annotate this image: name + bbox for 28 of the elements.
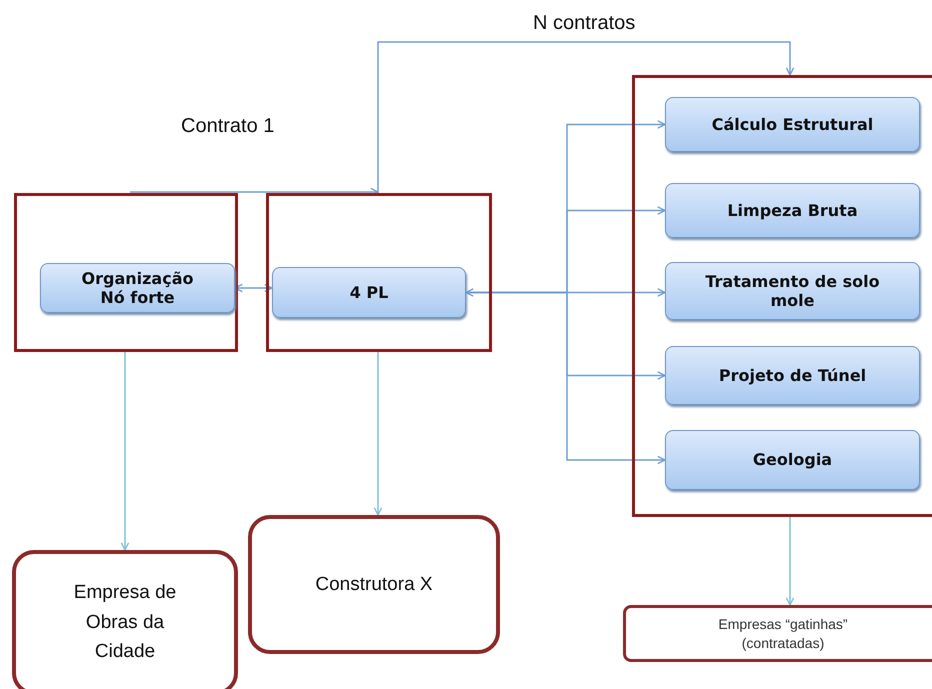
process-box [665, 346, 920, 405]
node-label: Empresa de Obras da Cidade [72, 581, 178, 664]
process-box [665, 262, 920, 320]
node-label: Limpeza Bruta [727, 200, 858, 220]
organization-box [12, 550, 238, 689]
process-box [665, 97, 920, 152]
organization-box [248, 515, 500, 654]
connector-arrow [786, 517, 794, 606]
process-box [272, 267, 466, 318]
node-label: 4 PL [350, 282, 388, 302]
node-label: Construtora X [315, 572, 433, 597]
process-box [665, 430, 920, 490]
node-label: Geologia [752, 450, 832, 470]
connector-arrow [120, 352, 130, 551]
connector-arrow [374, 352, 382, 516]
process-box [40, 263, 235, 313]
node-label: Organização Nó forte [80, 268, 194, 308]
process-box [665, 183, 920, 238]
organization-box [623, 605, 932, 662]
connector-arrow [465, 288, 666, 297]
group-frame [632, 75, 932, 517]
node-label: Tratamento de solo mole [704, 272, 881, 310]
node-label: Projeto de Túnel [718, 366, 866, 386]
node-label: Cálculo Estrutural [712, 114, 874, 134]
node-label: Empresas “gatinhas” (contratadas) [717, 615, 849, 652]
connector-arrow [377, 41, 794, 193]
group-frame [14, 193, 238, 352]
group-frame [266, 193, 492, 352]
